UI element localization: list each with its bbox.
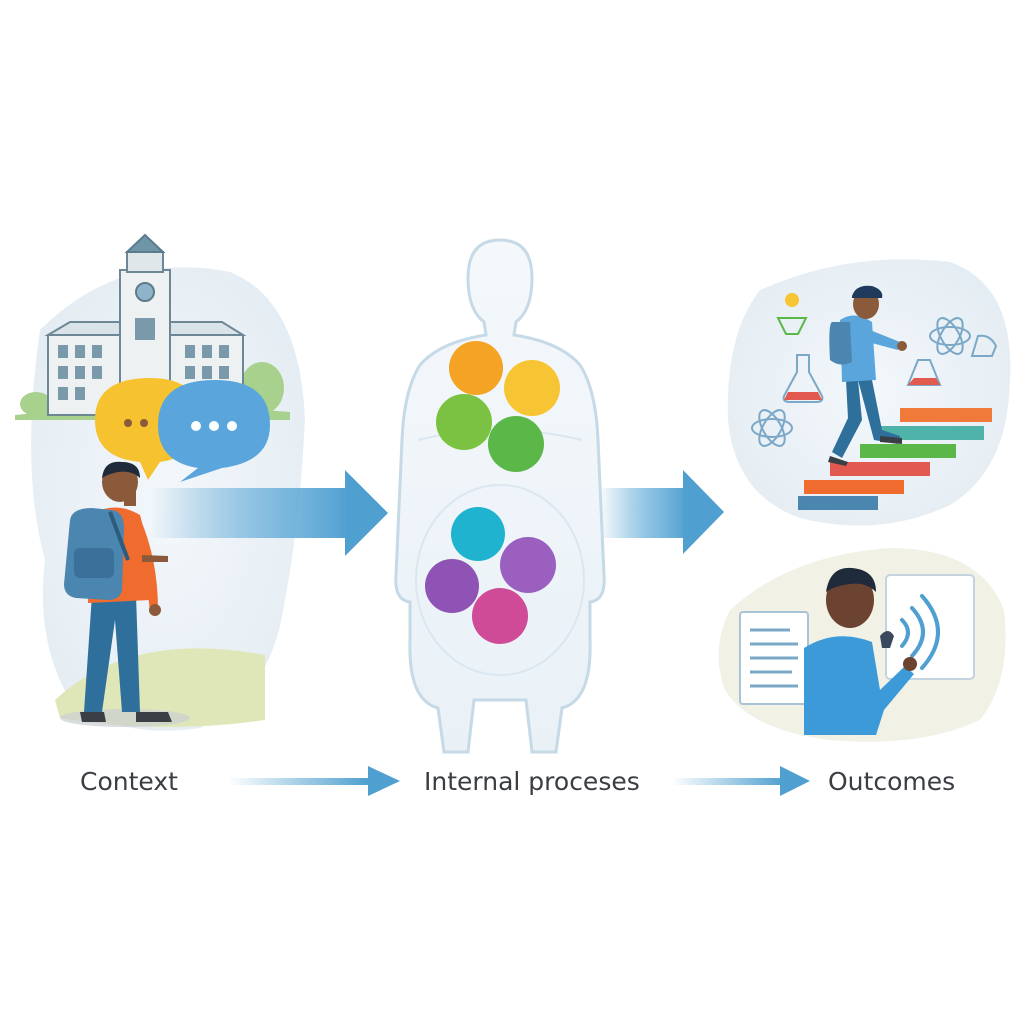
teapot-icon <box>970 334 998 357</box>
wifi-signal-icon <box>900 594 940 670</box>
label-context: Context <box>80 767 178 796</box>
label-internal-processes: Internal proceses <box>424 767 640 796</box>
human-silhouette <box>394 238 606 754</box>
climbing-student <box>828 285 907 466</box>
circle-violet <box>425 559 479 613</box>
outcome-learning-panel <box>727 259 1011 526</box>
circle-green-light <box>436 394 492 450</box>
flow-arrow-2 <box>598 470 724 554</box>
chat-bubble-icon <box>158 380 270 482</box>
bulb-icon <box>776 293 808 335</box>
flask-icon <box>782 354 824 403</box>
circle-yellow <box>504 360 560 416</box>
beaker-icon <box>906 359 942 386</box>
process-circles-upper <box>436 341 560 472</box>
label-outcomes: Outcomes <box>828 767 956 796</box>
backpack-icon <box>64 508 130 600</box>
presenting-student <box>804 567 917 735</box>
context-panel <box>15 233 305 731</box>
circle-green <box>488 416 544 472</box>
label-arrow-2 <box>672 766 810 796</box>
circle-magenta <box>472 588 528 644</box>
label-arrow-1 <box>228 766 400 796</box>
book-stack-icon <box>798 408 992 510</box>
outcome-communication-panel <box>718 548 1006 742</box>
bush-left <box>20 392 52 416</box>
circle-purple <box>500 537 556 593</box>
molecule-icon <box>751 409 793 447</box>
circle-teal <box>451 507 505 561</box>
circle-orange <box>449 341 503 395</box>
atom-icon <box>929 317 971 355</box>
process-circles-lower <box>425 507 556 644</box>
document-icon <box>739 611 809 705</box>
flow-arrow-1 <box>150 470 388 556</box>
signal-board <box>885 574 975 680</box>
